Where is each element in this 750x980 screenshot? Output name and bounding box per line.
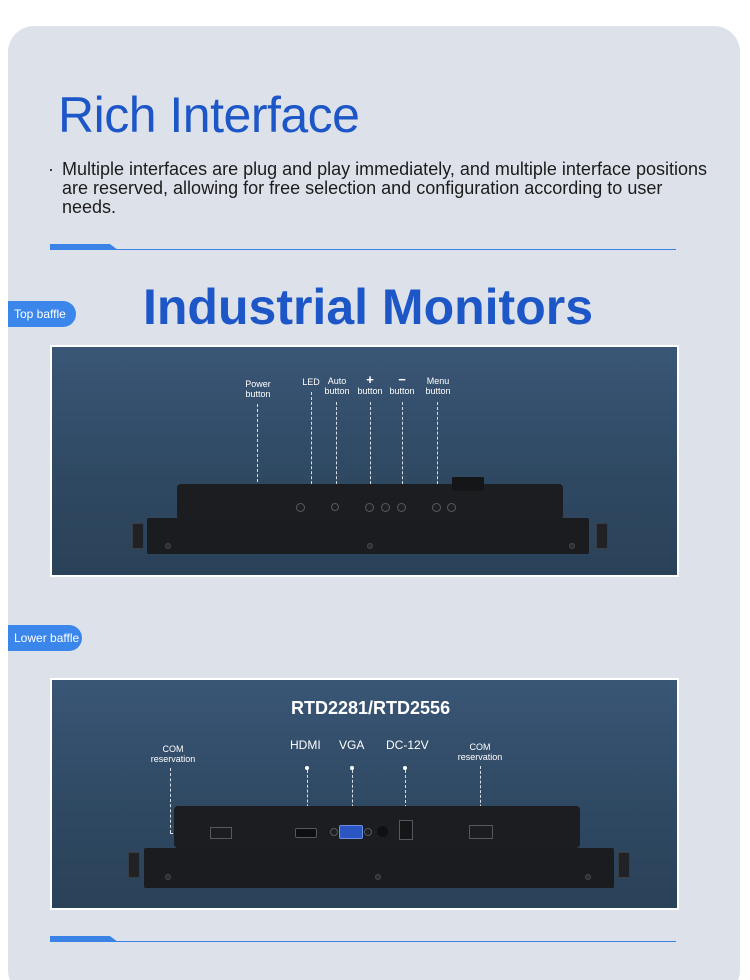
dc-port-icon (399, 820, 413, 840)
monitor-front-frame-lower (144, 848, 614, 888)
top-baffle-panel: Power button LED Auto button + button − … (50, 345, 679, 577)
led-label: LED (302, 377, 320, 387)
power-button-icon (296, 503, 305, 512)
menu-button-label-sub: button (425, 386, 451, 396)
mount-bracket-left-lower (128, 852, 140, 878)
chip-model-title: RTD2281/RTD2556 (291, 698, 451, 718)
minus-button-label-sub: button (389, 386, 415, 396)
dc-label: DC-12V (386, 738, 429, 752)
monitor-top-housing (177, 484, 563, 520)
menu-button-icon (432, 503, 441, 512)
lower-baffle-tag: Lower baffle (8, 625, 82, 651)
mount-bracket-right (596, 523, 608, 549)
hdmi-label: HDMI (290, 738, 321, 752)
description-text: Multiple interfaces are plug and play im… (62, 159, 708, 217)
bullet-icon: · (48, 159, 54, 179)
minus-button-label: − (398, 372, 406, 387)
power-button-label: Power (245, 379, 271, 389)
menu-button-label: Menu (426, 376, 450, 386)
mount-bracket-left (132, 523, 144, 549)
top-baffle-tag: Top baffle (8, 301, 76, 327)
plus-button-icon (365, 503, 374, 512)
menu-button-icon-2 (447, 503, 456, 512)
audio-port-icon (377, 826, 388, 837)
section-divider-bottom (50, 936, 676, 944)
plus-button-label-sub: button (357, 386, 383, 396)
mount-bracket-right-lower (618, 852, 630, 878)
plus-button-label: + (366, 372, 374, 387)
plus-button-icon-2 (381, 503, 390, 512)
com-right-label: COM (469, 742, 491, 752)
auto-button-label: Auto (327, 376, 347, 386)
com-right-port-icon (469, 825, 493, 839)
section-divider-top (50, 244, 676, 252)
industrial-monitors-title: Industrial Monitors (143, 279, 593, 335)
minus-button-icon (397, 503, 406, 512)
com-left-label: COM (162, 744, 184, 754)
vga-port-icon (339, 825, 363, 839)
auto-button-icon (331, 503, 339, 511)
com-right-label-sub: reservation (457, 752, 503, 762)
auto-button-label-sub: button (324, 386, 350, 396)
vga-label: VGA (339, 738, 365, 752)
com-left-port-icon (210, 827, 232, 839)
power-button-label-sub: button (245, 389, 271, 399)
hdmi-port-icon (295, 828, 317, 838)
rich-interface-title: Rich Interface (58, 87, 360, 143)
lower-baffle-panel: RTD2281/RTD2556 COM reservation HDMI VGA… (50, 678, 679, 910)
monitor-bottom-housing (174, 806, 580, 848)
com-left-label-sub: reservation (150, 754, 196, 764)
